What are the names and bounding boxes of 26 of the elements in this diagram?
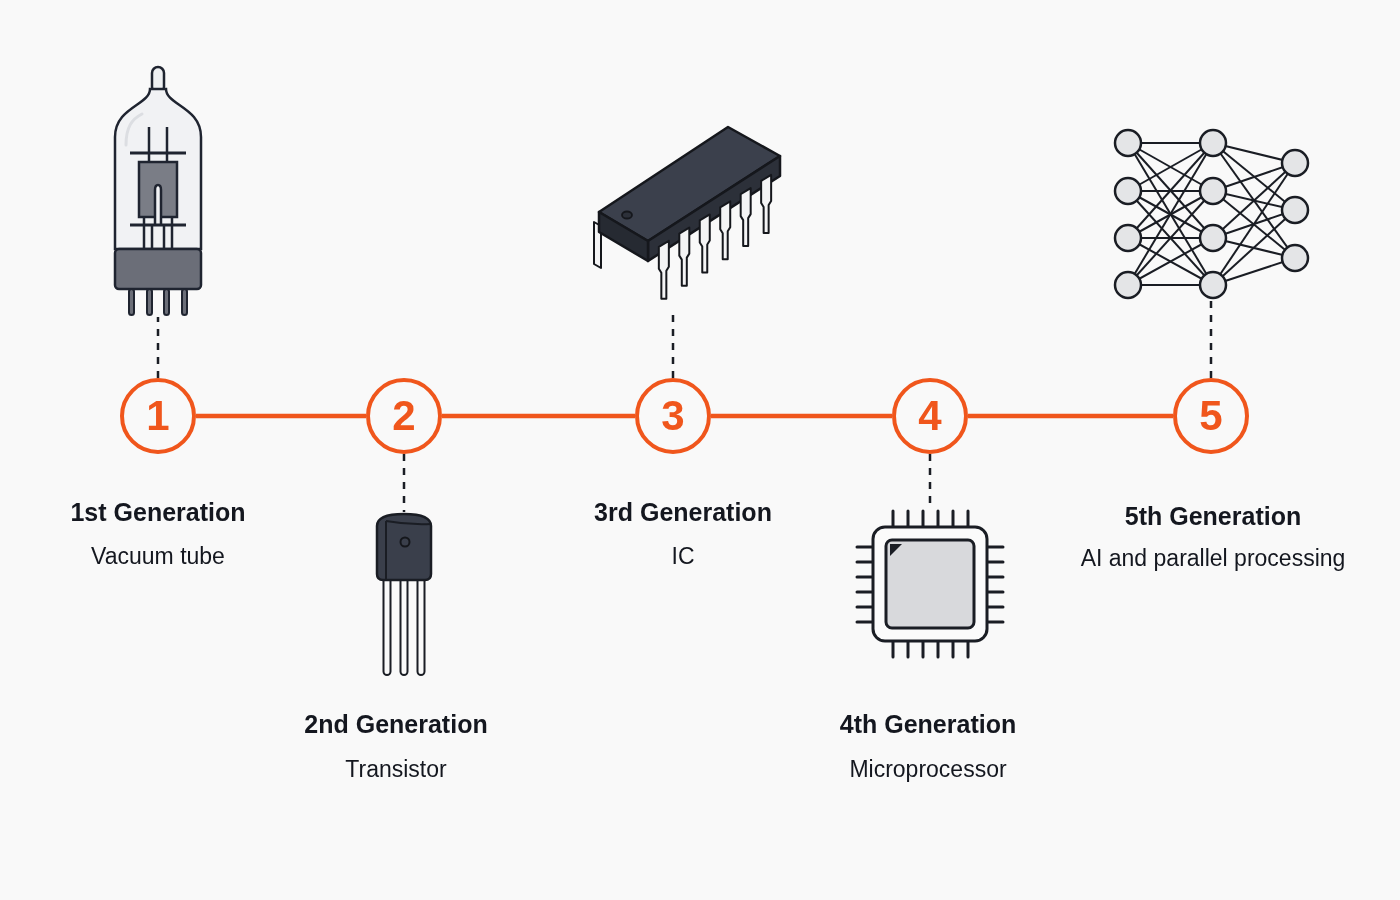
numbered-circle: 2 xyxy=(366,378,442,454)
vacuum-tube-illustration xyxy=(112,65,204,317)
generation-subtitle: Transistor xyxy=(345,755,447,783)
timeline-line xyxy=(196,413,366,419)
timeline-line xyxy=(711,413,892,419)
timeline-line xyxy=(442,413,635,419)
generation-title: 1st Generation xyxy=(70,497,246,527)
generation-subtitle: IC xyxy=(671,542,695,570)
microprocessor-illustration xyxy=(854,508,1006,660)
generation-subtitle: Microprocessor xyxy=(849,755,1007,783)
generation-title: 2nd Generation xyxy=(304,709,488,739)
generation-title: 3rd Generation xyxy=(594,497,772,527)
dashed-connector xyxy=(1209,301,1213,378)
timeline-line xyxy=(968,413,1173,419)
neural-network-illustration xyxy=(1112,127,1310,301)
numbered-circle: 3 xyxy=(635,378,711,454)
numbered-circle: 5 xyxy=(1173,378,1249,454)
generation-subtitle: Vacuum tube xyxy=(91,542,225,570)
numbered-circle: 1 xyxy=(120,378,196,454)
dashed-connector xyxy=(156,317,160,378)
dashed-connector xyxy=(402,454,406,512)
numbered-circle: 4 xyxy=(892,378,968,454)
generation-subtitle: AI and parallel processing xyxy=(1080,544,1346,572)
transistor-illustration xyxy=(375,512,433,678)
generation-title: 5th Generation xyxy=(1124,501,1302,531)
generation-title: 4th Generation xyxy=(839,709,1017,739)
